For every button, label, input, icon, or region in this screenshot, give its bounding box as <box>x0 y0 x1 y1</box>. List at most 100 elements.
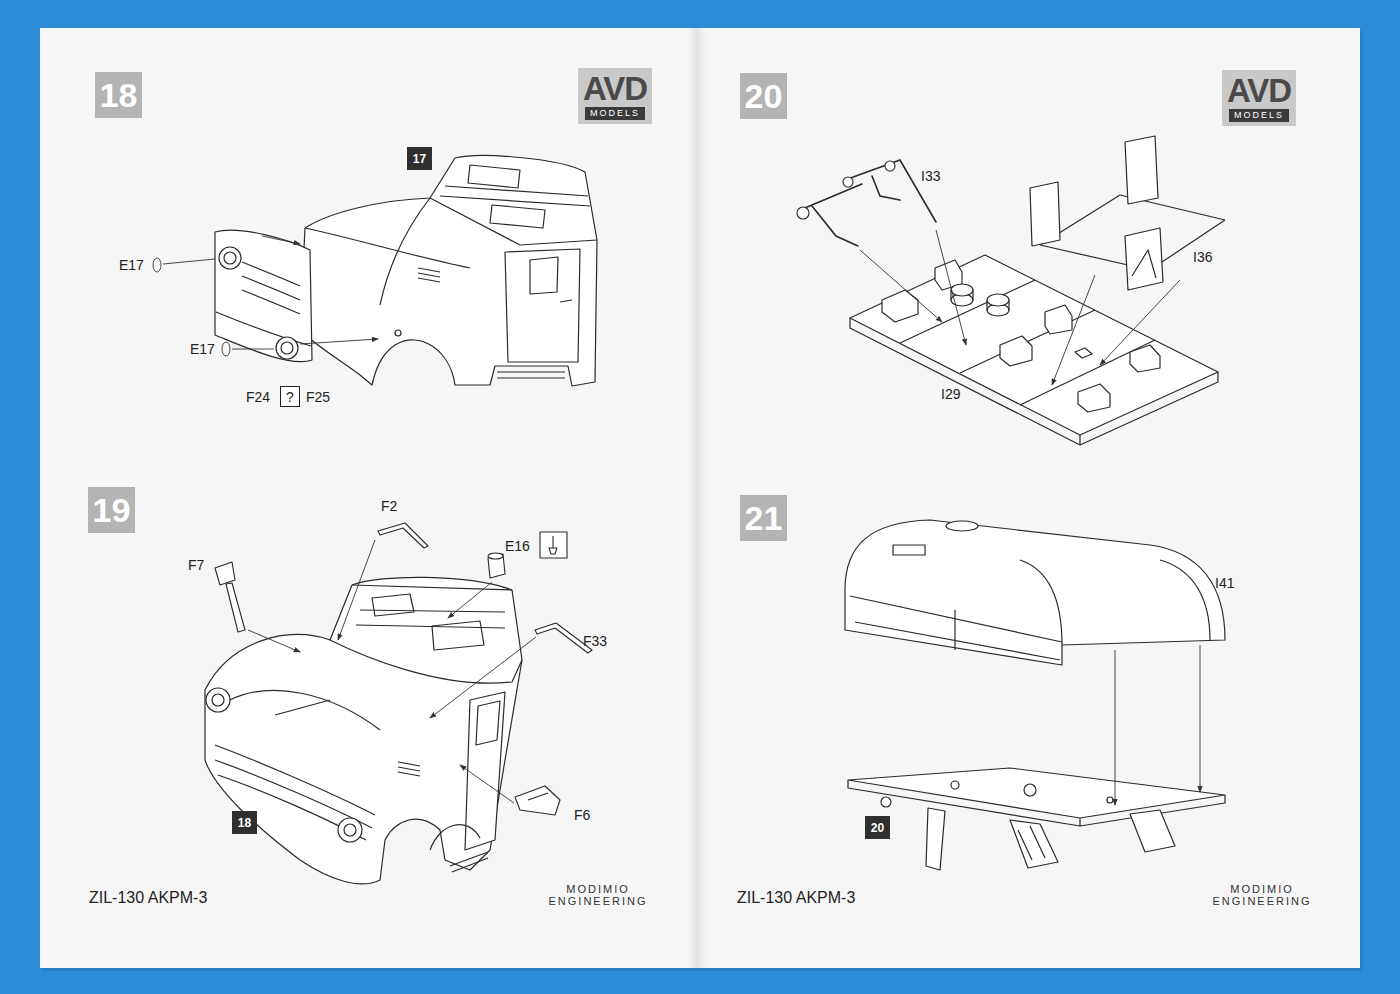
part-label: F33 <box>583 633 607 649</box>
chassis-plate-drawing <box>850 318 1218 445</box>
brand-logo-text: AVD <box>1227 73 1291 109</box>
chassis-plate-drawing <box>951 284 973 296</box>
cab-drawing <box>530 257 558 294</box>
base-plate-drawing <box>881 797 891 807</box>
sheet-title: ZIL-130 AKPM-3 <box>89 889 207 907</box>
reference-box: 17 <box>407 147 432 170</box>
frame-drawing <box>1132 250 1156 278</box>
assembled-cab-drawing <box>338 818 362 842</box>
pipe-drawing <box>800 184 862 210</box>
base-plate-drawing <box>1010 820 1058 868</box>
chassis-plate-drawing <box>1075 348 1092 358</box>
leader-arrow <box>936 230 966 345</box>
grille-drawing <box>215 230 312 361</box>
paper-sheet <box>688 28 706 968</box>
base-plate-drawing <box>1018 826 1045 860</box>
leader-arrow <box>430 637 536 718</box>
cab-drawing <box>505 249 580 362</box>
part-label: F24 <box>246 389 270 405</box>
pipe-drawing <box>872 176 900 200</box>
assembled-cab-drawing <box>212 694 224 706</box>
part-label: E17 <box>190 341 215 357</box>
leader-arrow <box>248 540 536 803</box>
assembled-cab-drawing <box>432 621 484 650</box>
part-drawing <box>488 554 505 578</box>
base-plate-drawing <box>848 768 1225 818</box>
grille-drawing <box>216 312 311 346</box>
body-drawing <box>1160 560 1210 640</box>
part-label: F25 <box>306 389 330 405</box>
grille-drawing <box>242 262 300 314</box>
body-drawing <box>946 521 978 531</box>
brand-subtitle: MODELS <box>1229 109 1289 122</box>
brand-logo-text: AVD <box>583 71 647 107</box>
body-drawing <box>1020 560 1062 645</box>
step-number: 20 <box>745 77 783 116</box>
part-label: E16 <box>505 538 530 554</box>
assembled-cab-drawing <box>205 577 522 884</box>
cab-drawing <box>418 268 440 282</box>
leader-arrow <box>860 250 942 322</box>
leader-arrow <box>153 258 161 272</box>
part-label: F2 <box>381 498 397 514</box>
assembled-cab-drawing <box>356 610 505 628</box>
reference-box: 18 <box>232 811 257 834</box>
part-drawing <box>515 786 560 815</box>
pipe-drawing <box>885 161 895 171</box>
chassis-plate-drawing <box>1000 336 1032 366</box>
paper-sheet <box>40 28 1360 968</box>
maker-logo: MODIMIO ENGINEERING <box>1206 883 1318 907</box>
part-drawing <box>378 523 428 548</box>
leader-arrow <box>338 540 375 640</box>
chassis-plate-drawing <box>1130 345 1160 372</box>
frame-drawing <box>1030 136 1225 290</box>
cab-drawing <box>300 156 597 386</box>
step-number-box: 19 <box>88 487 135 533</box>
assembled-cab-drawing <box>430 825 480 850</box>
assembled-cab-drawing <box>372 594 414 616</box>
brand-logo: AVDMODELS <box>578 68 652 124</box>
body-drawing <box>893 545 925 555</box>
grille-drawing <box>276 337 298 359</box>
leader-arrow <box>232 349 274 350</box>
assembled-cab-drawing <box>476 701 500 745</box>
part-label: I36 <box>1193 249 1212 265</box>
cab-drawing <box>305 228 470 268</box>
leader-arrow <box>153 236 378 356</box>
step-number: 21 <box>745 499 783 538</box>
part-label: E17 <box>119 257 144 273</box>
cab-drawing <box>490 205 545 228</box>
brand-logo: AVDMODELS <box>1222 70 1296 126</box>
assembled-cab-drawing <box>450 852 488 872</box>
leader-arrow <box>1115 650 1116 805</box>
reference-number: 20 <box>871 821 884 835</box>
step-number: 18 <box>100 76 138 115</box>
step-number-box: 20 <box>740 73 787 119</box>
leader-arrow <box>1100 280 1180 365</box>
assembled-cab-drawing <box>330 640 522 683</box>
leader-arrow <box>262 236 300 244</box>
chassis-plate-drawing <box>987 294 1009 306</box>
pipe-drawing <box>797 160 936 246</box>
assembled-cab-drawing <box>344 824 356 836</box>
cab-drawing <box>380 198 430 305</box>
chassis-plate-drawing <box>900 280 1155 405</box>
step-number: 19 <box>93 491 131 530</box>
leader-arrow <box>222 342 230 356</box>
cab-drawing <box>440 186 590 206</box>
base-plate-drawing <box>1024 784 1036 796</box>
frame-drawing <box>1030 182 1060 246</box>
leader-arrow <box>300 339 378 344</box>
reference-number: 17 <box>413 152 426 166</box>
part-drawing <box>549 536 557 554</box>
paper-sheet <box>40 28 1363 971</box>
reference-number: 18 <box>238 816 251 830</box>
leader-arrow <box>163 259 215 264</box>
part-drawing <box>226 583 245 632</box>
assembled-cab-drawing <box>205 577 522 884</box>
brand-subtitle: MODELS <box>585 107 645 120</box>
part-drawing <box>540 532 567 558</box>
sheet-title: ZIL-130 AKPM-3 <box>737 889 855 907</box>
